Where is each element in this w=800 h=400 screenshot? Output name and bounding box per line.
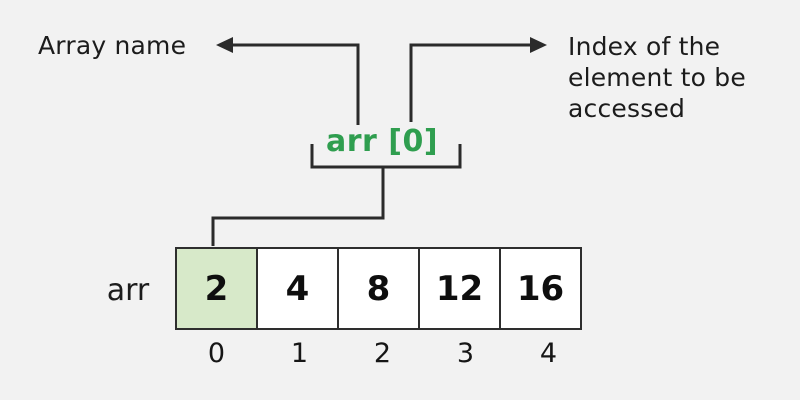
index-description-label: Index of the element to be accessed [568,31,746,124]
array-variable-label: arr [106,273,150,308]
array-cell-3: 12 [418,247,501,330]
array-name-connector-line [232,43,360,125]
array-cell-1: 4 [256,247,339,330]
array-cell-0: 2 [175,247,258,330]
index-label-3: 3 [456,338,475,369]
array-cell-2: 8 [337,247,420,330]
index-description-line-2: element to be [568,63,746,92]
left-arrowhead-icon [216,37,233,53]
expression-bracket [310,144,462,169]
index-connector-line [409,43,531,122]
array-cell-4: 16 [499,247,582,330]
bracket-to-cell-connector [211,167,385,246]
index-label-4: 4 [539,338,558,369]
right-arrowhead-icon [530,37,547,53]
array-name-label: Array name [38,31,187,60]
array-index-row: 0 1 2 3 4 [175,338,590,369]
index-label-0: 0 [207,338,226,369]
index-description-line-1: Index of the [568,32,721,61]
index-description-line-3: accessed [568,94,686,123]
index-label-2: 2 [373,338,392,369]
array-access-expression: arr [0] [325,124,439,159]
array-cells: 2 4 8 12 16 [175,247,582,330]
index-label-1: 1 [290,338,309,369]
